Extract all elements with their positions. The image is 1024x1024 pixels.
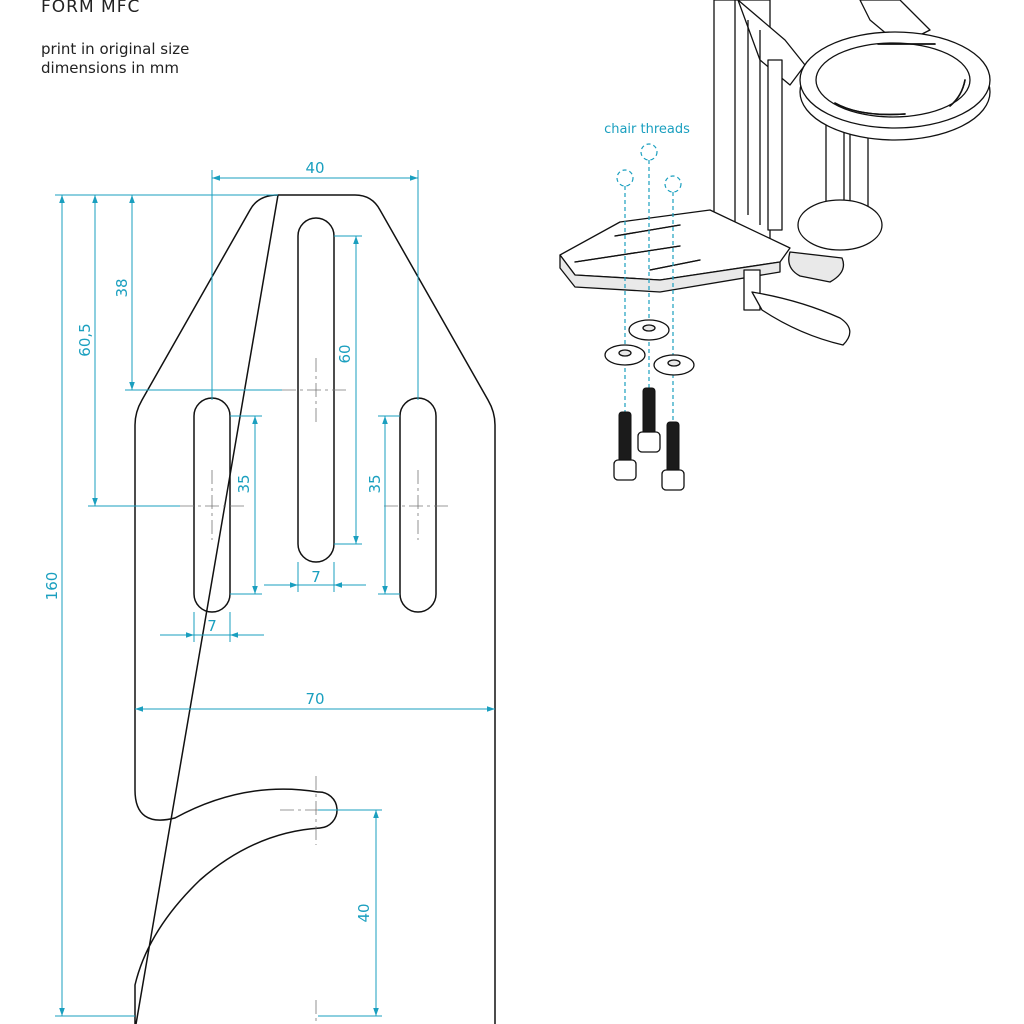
dim-label-38: 38: [113, 278, 131, 297]
dimension-right-35: [378, 415, 400, 595]
assembly-illustration: [559, 0, 991, 346]
dim-label-35-right: 35: [366, 474, 384, 493]
dim-label-160: 160: [43, 572, 61, 601]
dimension-38: [125, 195, 282, 391]
dimension-40-cutout: [318, 809, 382, 1017]
dim-label-40-top: 40: [305, 159, 324, 177]
dimension-center-7: [264, 562, 366, 592]
dim-label-40-cutout: 40: [355, 903, 373, 922]
screws: [613, 387, 685, 491]
print-note: print in original size: [41, 40, 190, 58]
dim-label-35-left: 35: [235, 474, 253, 493]
dimension-total-height: [55, 194, 278, 1017]
washers: [604, 319, 695, 376]
template-title: FORM MFC: [41, 0, 141, 17]
dimension-top-spacing: [211, 170, 419, 400]
dim-label-70: 70: [305, 690, 324, 708]
dim-label-7-center: 7: [311, 568, 321, 586]
dim-label-60-5: 60,5: [76, 323, 94, 356]
units-note: dimensions in mm: [41, 59, 179, 77]
dimension-60: [334, 235, 362, 545]
dim-label-60: 60: [336, 344, 354, 363]
centerlines: [180, 358, 450, 1024]
thread-markers: [616, 143, 682, 428]
dimension-left-35: [230, 415, 262, 595]
plate-outline: [134, 194, 496, 1024]
dim-label-7-left: 7: [207, 617, 217, 635]
dimension-60-5: [88, 195, 180, 507]
chair-threads-callout: chair threads: [604, 122, 690, 137]
dimension-left-7: [160, 612, 264, 642]
